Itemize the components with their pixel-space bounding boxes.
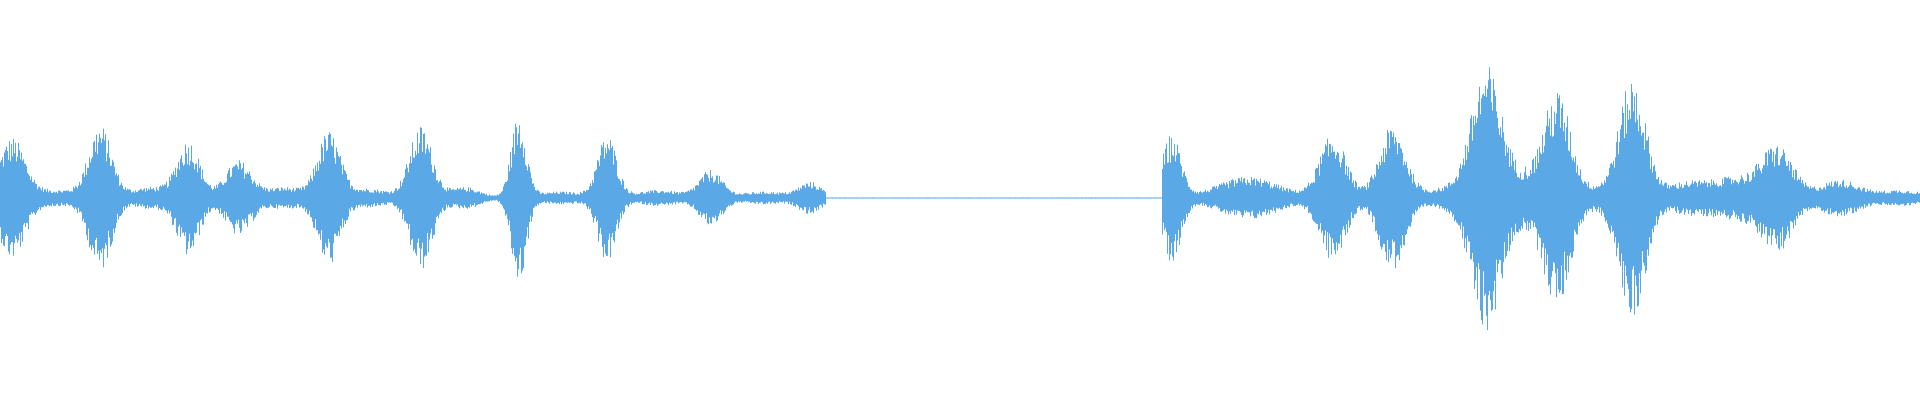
waveform-trace (0, 67, 1920, 331)
